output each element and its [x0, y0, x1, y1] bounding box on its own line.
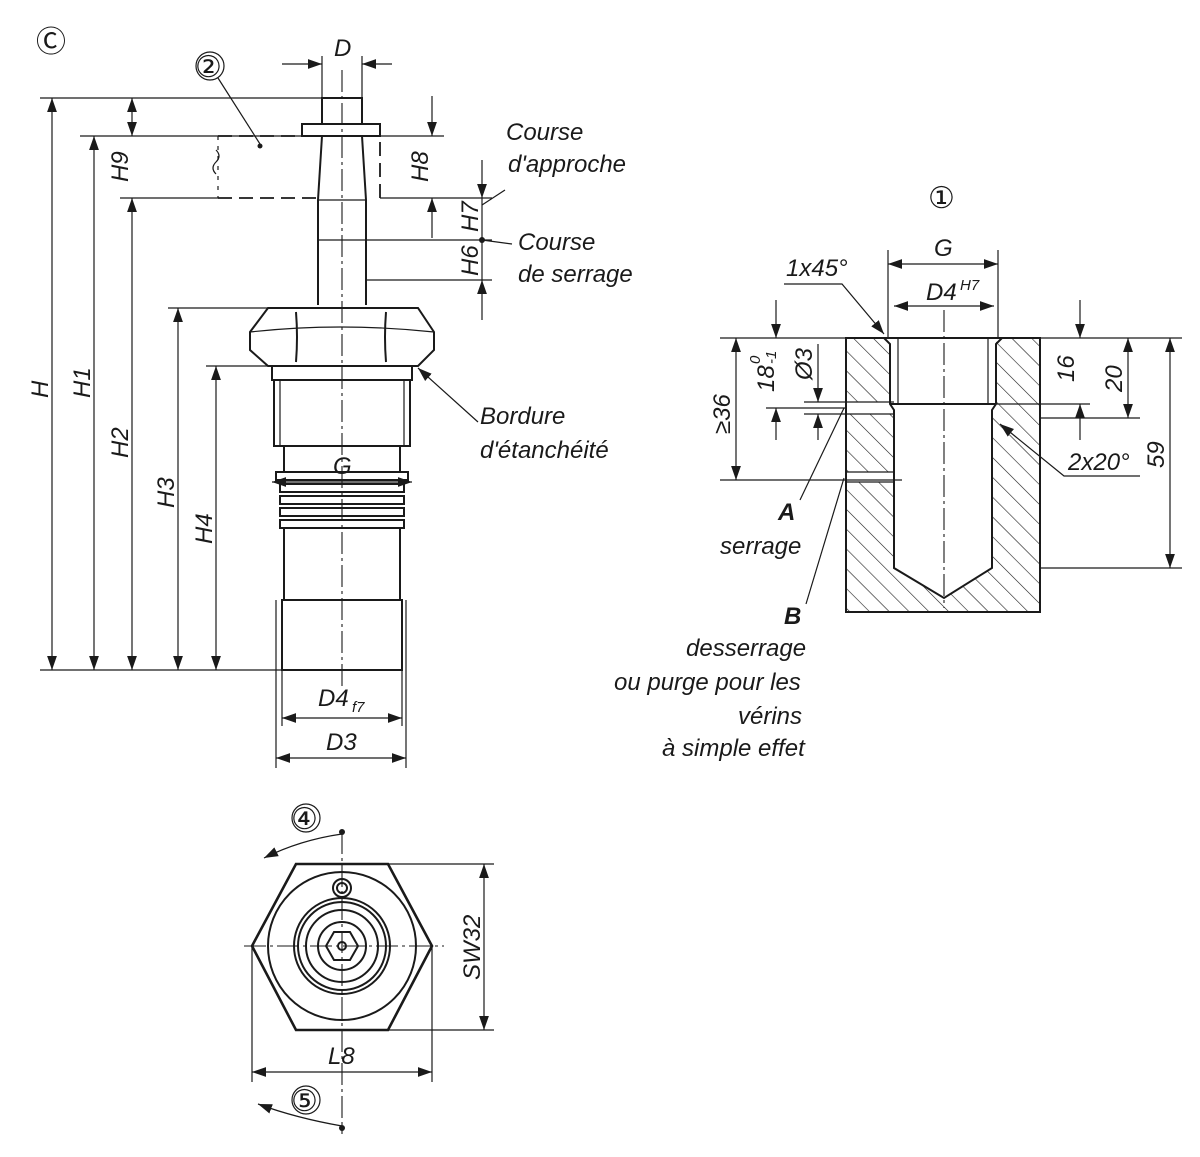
side-view: Ⓒ ② D H H1 H2 H3 H4 H9 H8 H7 H6 G D4 f7 … [27, 25, 633, 768]
label-f7-sub: f7 [352, 699, 365, 716]
label-h2: H2 [107, 427, 134, 458]
label-dim-59: 59 [1143, 441, 1170, 468]
label-dim-16: 16 [1053, 355, 1080, 382]
label-port-a: A [777, 499, 795, 526]
label-h: H [27, 380, 54, 398]
desserrage-line3: vérins [738, 703, 802, 730]
label-g-side: G [333, 453, 352, 480]
label-h7: H7 [457, 200, 484, 232]
label-l8: L8 [328, 1043, 355, 1070]
desserrage-line4: à simple effet [662, 735, 806, 762]
label-h6: H6 [457, 245, 484, 276]
label-angle: 2x20° [1067, 449, 1130, 476]
label-d4-f7: D4 [318, 685, 349, 712]
label-serrage: serrage [720, 533, 801, 560]
label-dim-18-upper: 0 [747, 355, 764, 364]
bordure-line1: Bordure [480, 403, 565, 430]
label-dim-18: 18 [753, 365, 780, 392]
top-view: ④ ⑤ SW32 L8 [244, 802, 494, 1134]
bubble-5: ⑤ [291, 1084, 318, 1119]
mounting-bore-section: ① G D4 H7 1x45° ≥36 18 0 -1 Ø3 16 20 59 … [614, 181, 1182, 762]
desserrage-line1: desserrage [686, 635, 806, 662]
label-h1: H1 [69, 367, 96, 398]
label-h3: H3 [153, 477, 180, 508]
label-sw32: SW32 [459, 915, 486, 980]
label-h4: H4 [191, 513, 218, 544]
label-h9: H9 [107, 151, 134, 182]
bubble-1: ① [928, 181, 955, 216]
bubble-2: ② [195, 50, 222, 85]
course-approche-line2: d'approche [508, 151, 626, 178]
label-dim-36: ≥36 [709, 393, 736, 434]
label-g-bore: G [934, 235, 953, 262]
label-d: D [334, 35, 351, 62]
view-c-label: Ⓒ [36, 25, 66, 60]
course-serrage-line2: de serrage [518, 261, 633, 288]
label-d4-h7: D4 [926, 279, 957, 306]
bubble-4: ④ [291, 802, 318, 837]
course-approche-line1: Course [506, 119, 583, 146]
desserrage-line2: ou purge pour les [614, 669, 801, 696]
course-serrage-line1: Course [518, 229, 595, 256]
label-dim-o3: Ø3 [791, 347, 818, 381]
label-d3: D3 [326, 729, 357, 756]
label-h7-sup: H7 [960, 277, 980, 294]
label-chamfer: 1x45° [786, 255, 848, 282]
label-dim-20: 20 [1101, 365, 1128, 393]
label-dim-18-lower: -1 [763, 351, 780, 364]
label-port-b: B [784, 603, 801, 630]
label-h8: H8 [407, 151, 434, 182]
bordure-line2: d'étanchéité [480, 437, 609, 464]
